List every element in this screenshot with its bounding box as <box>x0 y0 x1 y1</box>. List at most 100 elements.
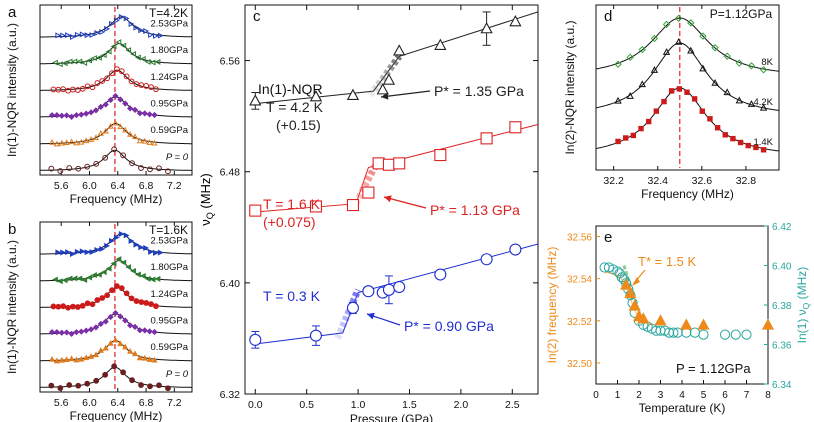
data-marker <box>91 272 97 279</box>
data-marker <box>102 344 109 351</box>
panel-title: T=4.2K <box>149 6 188 20</box>
data-marker <box>157 32 164 39</box>
data-marker <box>48 139 56 145</box>
data-marker <box>97 347 104 353</box>
panel-title: P=1.12GPa <box>710 7 773 21</box>
data-marker <box>133 241 140 248</box>
series-label: 1.24GPa <box>151 289 189 300</box>
data-marker <box>138 165 144 171</box>
spectrum-4: 1.80GPa <box>39 256 192 285</box>
x-tick-label: 6.8 <box>139 397 154 409</box>
spectrum-1: 4.2K <box>595 37 780 111</box>
data-point <box>393 157 406 170</box>
data-marker <box>117 313 124 320</box>
data-marker <box>653 108 660 114</box>
data-marker <box>711 44 719 52</box>
data-point <box>664 327 675 338</box>
series-in1-nuq <box>599 262 752 340</box>
data-marker <box>615 138 621 145</box>
data-point <box>362 186 375 199</box>
data-marker <box>156 382 162 389</box>
data-marker <box>645 118 652 125</box>
data-marker <box>53 112 61 119</box>
data-marker <box>638 125 644 132</box>
data-marker <box>92 351 100 358</box>
data-marker <box>92 324 100 331</box>
data-marker <box>73 356 80 363</box>
data-marker <box>61 277 68 284</box>
series-label: 1.80GPa <box>151 45 189 56</box>
panel-letter: e <box>604 229 612 246</box>
data-marker <box>737 139 744 146</box>
y-tick-label-right: 6.42 <box>772 222 792 233</box>
data-marker <box>50 303 57 310</box>
y-axis-label: In(2)-NQR intensity (a.u.) <box>563 20 577 154</box>
spectrum-2: 0.95GPa <box>40 92 192 120</box>
data-marker <box>127 348 134 354</box>
arrow-0p3K <box>366 312 401 326</box>
data-marker <box>120 42 127 49</box>
x-tick-label: 32.4 <box>648 175 669 187</box>
annotation-pstar-4p2K: P* = 1.35 GPa <box>434 83 524 99</box>
data-marker <box>120 152 126 159</box>
x-tick-label: 0.0 <box>248 399 263 411</box>
data-marker <box>136 354 144 361</box>
series-2 <box>249 243 539 349</box>
x-tick-label: 1 <box>615 390 621 401</box>
data-marker <box>93 160 100 167</box>
data-marker <box>110 43 117 50</box>
plot-frame <box>244 4 539 395</box>
data-marker <box>66 382 73 388</box>
data-point <box>434 268 447 281</box>
annotation-pstar-0p3K: P* = 0.90 GPa <box>404 318 494 334</box>
data-marker <box>699 32 707 40</box>
data-point <box>434 148 447 162</box>
data-marker <box>104 292 111 299</box>
data-marker <box>131 106 139 113</box>
data-marker <box>122 343 129 350</box>
data-marker <box>93 377 100 384</box>
y-tick-label: 6.32 <box>220 389 241 401</box>
x-axis-label: Pressure (GPa) <box>350 412 433 422</box>
data-marker <box>57 168 64 174</box>
data-marker <box>759 103 768 111</box>
data-marker <box>58 112 65 119</box>
data-marker <box>58 139 65 146</box>
data-marker <box>73 329 80 336</box>
x-tick-label: 1.0 <box>351 399 366 411</box>
data-marker <box>52 59 58 66</box>
data-marker <box>747 62 756 70</box>
data-marker <box>84 249 91 256</box>
panel-letter: b <box>8 221 16 238</box>
data-marker <box>104 242 110 249</box>
data-marker <box>118 230 125 237</box>
data-marker <box>136 110 143 117</box>
data-marker <box>48 356 56 362</box>
data-marker <box>74 304 81 310</box>
data-marker <box>144 275 151 282</box>
data-marker <box>626 92 634 99</box>
data-marker <box>135 271 141 278</box>
y-axis-label-right: In(1) νQ (MHz) <box>795 267 811 344</box>
data-marker <box>70 303 76 310</box>
x-tick-label: 1.5 <box>402 399 417 411</box>
data-marker <box>154 275 161 282</box>
data-point <box>346 301 359 314</box>
x-tick-label: 6 <box>722 390 728 401</box>
data-marker <box>112 309 119 317</box>
x-tick-label: 5 <box>701 390 707 401</box>
data-marker <box>95 54 102 61</box>
data-marker <box>735 59 744 67</box>
panel-title: T=1.6K <box>149 223 188 237</box>
data-marker <box>48 382 55 389</box>
data-marker <box>95 271 102 278</box>
data-point <box>698 329 709 340</box>
data-point <box>376 83 389 95</box>
data-marker <box>58 329 65 336</box>
data-marker <box>120 369 126 376</box>
data-marker <box>650 66 659 73</box>
data-marker <box>662 48 671 55</box>
spectrum-2: 8K <box>595 14 780 74</box>
data-point <box>362 285 375 298</box>
